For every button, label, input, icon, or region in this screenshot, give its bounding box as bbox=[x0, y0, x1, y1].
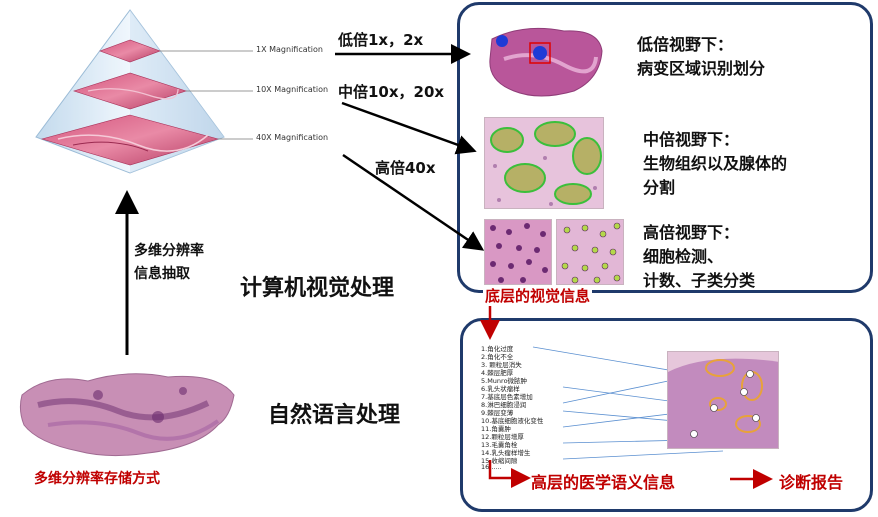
low-mag-image bbox=[484, 19, 604, 99]
high-desc-3: 计数、子类分类 bbox=[643, 271, 756, 290]
arrow-label-mid: 中倍10x，20x bbox=[338, 83, 445, 101]
finding-item: 12.颗粒层增厚 bbox=[481, 433, 524, 441]
storage-caption: 多维分辨率存储方式 bbox=[34, 471, 160, 487]
cv-panel: 低倍视野下： 病变区域识别划分 中倍视野下： 生物组织以及腺体的 分割 bbox=[457, 2, 873, 293]
extract-label-line2: 信息抽取 bbox=[134, 266, 190, 282]
mid-desc-2: 生物组织以及腺体的 bbox=[643, 154, 788, 173]
finding-item: 2.角化不全 bbox=[481, 353, 514, 361]
semantic-info-label: 高层的医学语义信息 bbox=[531, 473, 676, 492]
magnification-pyramid: 1X Magnification 10X Magnification 40X M… bbox=[28, 5, 348, 175]
finding-item: 13.毛囊角栓 bbox=[481, 441, 518, 449]
high-desc-1: 高倍视野下： bbox=[643, 223, 740, 242]
report-label: 诊断报告 bbox=[779, 473, 844, 492]
level-40x-slice bbox=[40, 114, 220, 166]
finding-item: 7.基底层色素增加 bbox=[481, 393, 533, 401]
mid-desc-1: 中倍视野下： bbox=[643, 130, 740, 149]
high-mag-image-1 bbox=[484, 219, 552, 285]
mid-arrow bbox=[341, 101, 477, 155]
visual-info-label: 底层的视觉信息 bbox=[483, 285, 593, 306]
finding-item: 8.淋巴细胞浸润 bbox=[481, 401, 527, 409]
finding-item: 9.棘层变薄 bbox=[481, 409, 514, 417]
finding-item: 1.角化过度 bbox=[481, 345, 514, 353]
high-mag-image-2 bbox=[556, 219, 624, 285]
cv-title: 计算机视觉处理 bbox=[240, 276, 395, 301]
level-label-10x: 10X Magnification bbox=[256, 85, 329, 94]
finding-item: 16...... bbox=[481, 463, 502, 471]
extract-label-line1: 多维分辨率 bbox=[134, 243, 204, 259]
finding-item: 3. 颗粒层消失 bbox=[481, 361, 522, 369]
arrow-label-high: 高倍40x bbox=[375, 159, 436, 177]
whole-slide-image bbox=[18, 355, 238, 463]
high-desc-2: 细胞检测、 bbox=[643, 247, 724, 266]
arrow-label-low: 低倍1x，2x bbox=[338, 31, 424, 49]
finding-item: 5.Munro微脓肿 bbox=[481, 377, 528, 385]
report-histology-image bbox=[667, 351, 779, 449]
level-1x-slice bbox=[99, 39, 161, 63]
finding-item: 4.棘层肥厚 bbox=[481, 369, 514, 377]
low-desc-2: 病变区域识别划分 bbox=[637, 59, 766, 78]
finding-item: 6.乳头状瘤样 bbox=[481, 385, 520, 393]
finding-item: 11.角囊肿 bbox=[481, 425, 511, 433]
level-label-1x: 1X Magnification bbox=[256, 45, 323, 54]
level-label-40x: 40X Magnification bbox=[256, 133, 329, 142]
mid-mag-image bbox=[484, 117, 604, 209]
finding-item: 14.乳头瘤样增生 bbox=[481, 449, 531, 457]
finding-item: 10.基底细胞液化变性 bbox=[481, 417, 544, 425]
nlp-title: 自然语言处理 bbox=[268, 403, 401, 428]
low-desc-1: 低倍视野下： bbox=[637, 35, 734, 54]
nlp-panel: 1.角化过度 2.角化不全 3. 颗粒层消失 4.棘层肥厚 5.Munro微脓肿… bbox=[460, 318, 873, 512]
mid-desc-3: 分割 bbox=[643, 178, 676, 197]
